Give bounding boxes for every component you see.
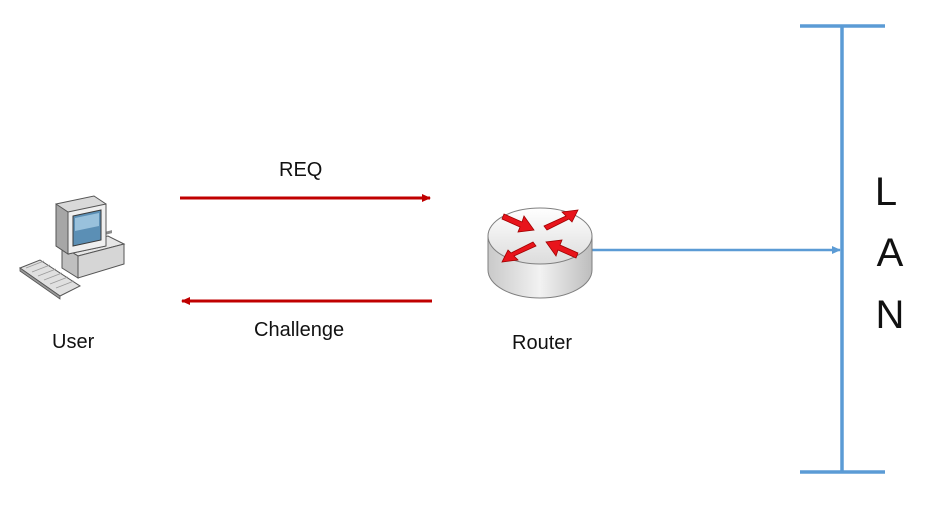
- user-label: User: [52, 331, 95, 353]
- lan-label-l: L: [874, 170, 898, 214]
- lan-bus: [800, 24, 885, 474]
- challenge-label: Challenge: [254, 319, 345, 341]
- router-icon: [487, 207, 593, 299]
- lan-label-a: A: [876, 231, 904, 275]
- router-label: Router: [512, 332, 573, 354]
- desktop-computer-icon: [18, 195, 126, 300]
- request-label: REQ: [279, 159, 323, 181]
- lan-label-n: N: [875, 293, 905, 337]
